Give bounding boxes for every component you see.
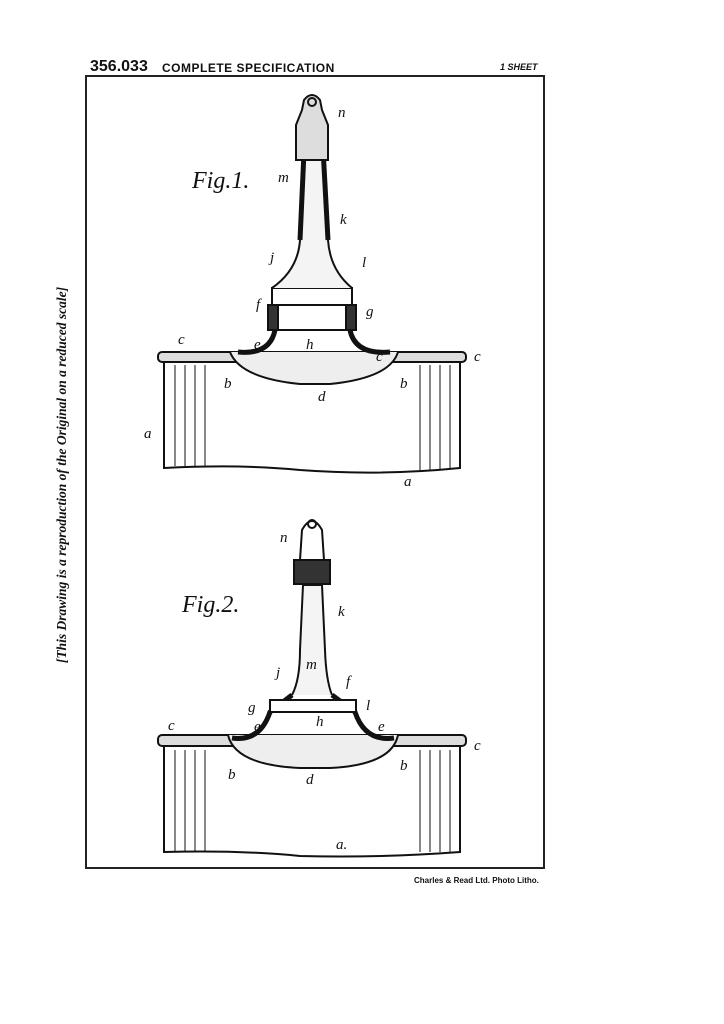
- reference-label: e: [378, 719, 385, 735]
- spout-cap: [295, 94, 329, 161]
- specification-title: COMPLETE SPECIFICATION: [162, 61, 335, 75]
- reference-label: d: [306, 772, 314, 788]
- reference-label: b: [224, 376, 232, 392]
- can-body: [163, 362, 461, 474]
- patent-number: 356.033: [90, 58, 148, 75]
- reference-label: j: [274, 665, 280, 681]
- reference-label: h: [306, 337, 314, 353]
- reference-label: c: [376, 349, 383, 365]
- reference-label: c: [168, 718, 175, 734]
- spout-nut: [293, 559, 331, 585]
- reference-label: c: [178, 332, 185, 348]
- reference-label: c: [474, 738, 481, 754]
- spout: [291, 584, 333, 696]
- figure-1-title: Fig.1.: [191, 168, 249, 194]
- reference-label: l: [366, 698, 370, 714]
- drawing-frame: [85, 75, 545, 869]
- reference-label: m: [278, 170, 289, 186]
- reference-label: a: [404, 474, 412, 490]
- reference-label: a: [144, 426, 152, 442]
- reference-label: l: [362, 255, 366, 271]
- reference-label: h: [316, 714, 324, 730]
- reference-label: g: [248, 700, 256, 716]
- collar: [269, 699, 357, 713]
- reference-label: k: [338, 604, 345, 620]
- figure-2: Fig.2.: [157, 519, 467, 858]
- reference-label: g: [366, 304, 374, 320]
- funnel-base: [229, 351, 399, 385]
- reference-label: d: [318, 389, 326, 405]
- reference-label: n: [338, 105, 346, 121]
- reference-label: e: [254, 719, 261, 735]
- figure-1: Fig.1.: [157, 94, 467, 474]
- reference-label: n: [280, 530, 288, 546]
- sheet-count: 1 SHEET: [500, 62, 538, 72]
- reference-label: m: [306, 657, 317, 673]
- reference-label: j: [268, 250, 274, 266]
- reference-label: k: [340, 212, 347, 228]
- reference-label: b: [228, 767, 236, 783]
- reference-label: c: [474, 349, 481, 365]
- reference-label: e: [254, 337, 261, 353]
- reference-label: b: [400, 376, 408, 392]
- can-body: [163, 747, 461, 858]
- reference-label: b: [400, 758, 408, 774]
- spout-cap: [298, 520, 326, 561]
- reference-label: f: [346, 674, 352, 690]
- collar: [267, 304, 357, 331]
- printer-credit: Charles & Read Ltd. Photo Litho.: [414, 876, 539, 885]
- reference-label: f: [256, 297, 262, 313]
- figure-2-title: Fig.2.: [181, 592, 239, 618]
- funnel-base: [227, 734, 399, 769]
- reference-label: a.: [336, 837, 347, 853]
